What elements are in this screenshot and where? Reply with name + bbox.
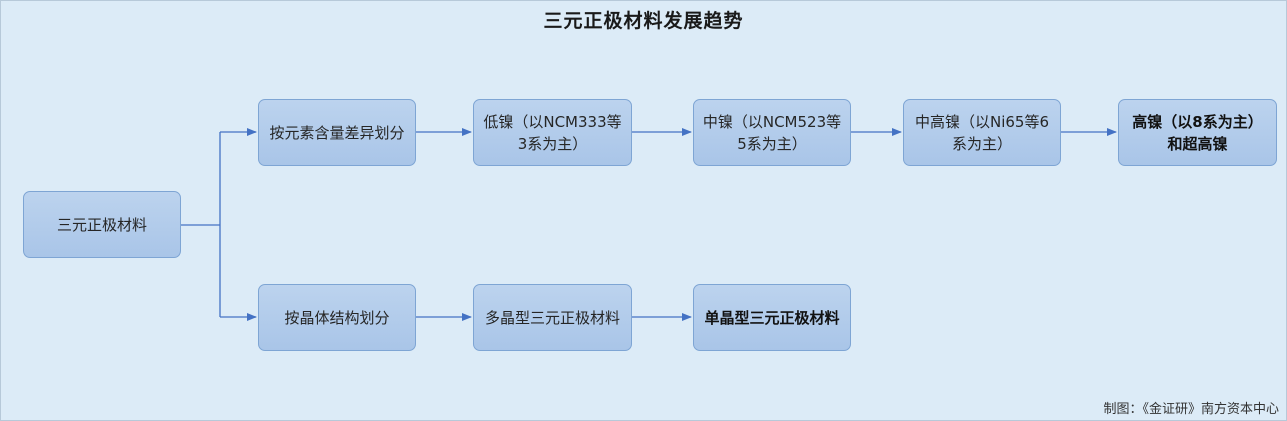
- node-mid-high-ni: 中高镍（以Ni65等6系为主）: [903, 99, 1061, 166]
- node-poly: 多晶型三元正极材料: [473, 284, 632, 351]
- node-by-crystal: 按晶体结构划分: [258, 284, 416, 351]
- node-high-ni: 高镍（以8系为主）和超高镍: [1118, 99, 1277, 166]
- node-by-element: 按元素含量差异划分: [258, 99, 416, 166]
- credit-text: 制图：《金证研》南方资本中心: [1103, 402, 1279, 417]
- diagram-title: 三元正极材料发展趋势: [543, 10, 744, 32]
- node-root: 三元正极材料: [23, 191, 181, 258]
- node-mid-ni: 中镍（以NCM523等5系为主）: [693, 99, 851, 166]
- node-low-ni: 低镍（以NCM333等3系为主）: [473, 99, 632, 166]
- node-single: 单晶型三元正极材料: [693, 284, 851, 351]
